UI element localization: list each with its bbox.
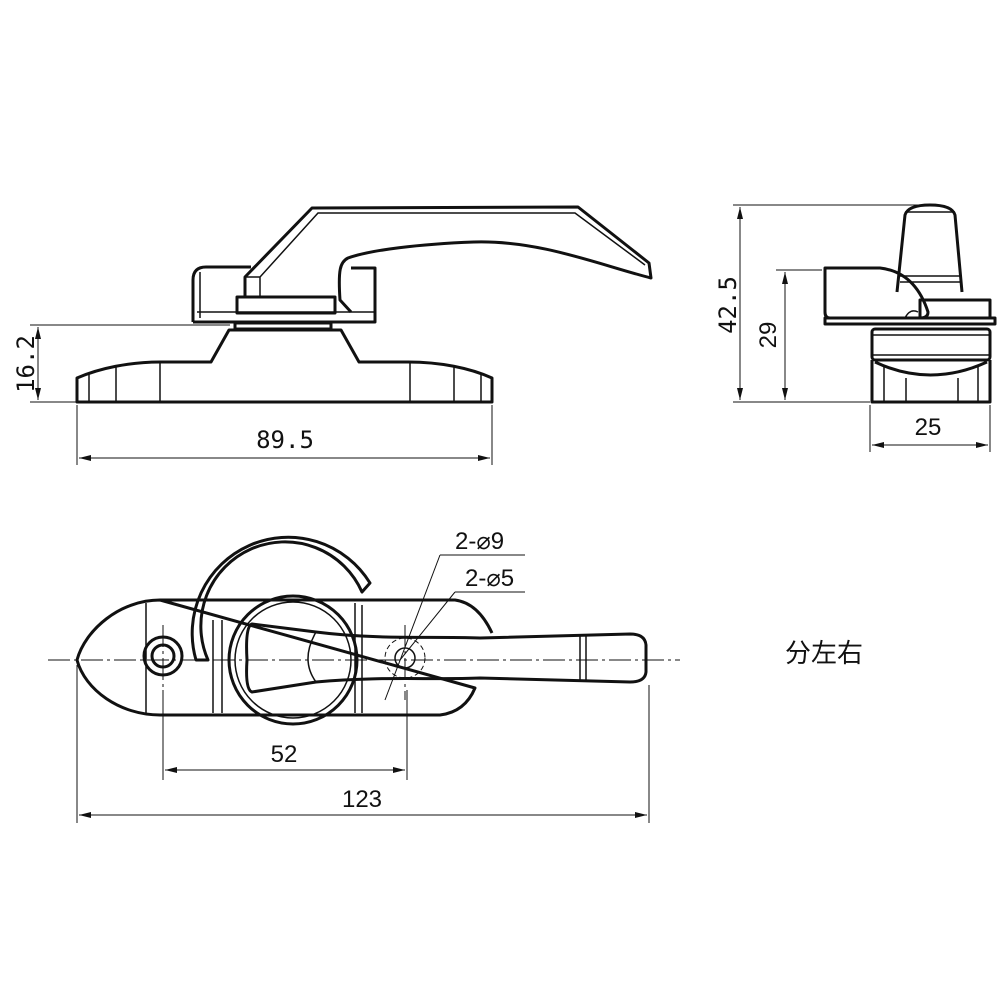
dim-label-16-2: 16.2 bbox=[12, 335, 40, 393]
callout-label-d9: 2-⌀9 bbox=[455, 528, 504, 555]
lever-block bbox=[235, 295, 337, 315]
front-lever bbox=[243, 205, 653, 314]
side-base-upper bbox=[870, 327, 992, 362]
callout-2-d9: 2-⌀9 bbox=[384, 528, 525, 701]
dim-29: 29 bbox=[755, 269, 822, 400]
dim-label-89-5: 89.5 bbox=[256, 426, 314, 454]
dim-label-52: 52 bbox=[271, 741, 298, 768]
left-right-note: 分左右 bbox=[785, 639, 863, 669]
dim-label-25: 25 bbox=[915, 414, 942, 441]
dim-16-2: 16.2 bbox=[12, 324, 230, 403]
dim-89-5: 89.5 bbox=[76, 405, 493, 465]
front-base-ribs bbox=[88, 362, 482, 402]
mount-plate bbox=[233, 321, 333, 331]
dim-25: 25 bbox=[869, 405, 991, 452]
top-view bbox=[48, 535, 680, 726]
housing bbox=[191, 265, 377, 324]
front-base bbox=[75, 328, 494, 404]
dim-123: 123 bbox=[76, 665, 650, 823]
dim-52: 52 bbox=[162, 690, 408, 780]
round-boss bbox=[227, 594, 359, 726]
top-body bbox=[75, 598, 494, 717]
dim-label-42-5: 42.5 bbox=[714, 276, 742, 334]
top-lever bbox=[245, 622, 648, 694]
dim-label-123: 123 bbox=[342, 786, 382, 813]
dim-42-5: 42.5 bbox=[714, 204, 925, 403]
pivot-hole-outer bbox=[384, 637, 426, 679]
side-base-lower bbox=[870, 360, 992, 404]
side-view bbox=[823, 203, 997, 404]
guard-arc bbox=[190, 535, 372, 662]
front-view bbox=[75, 205, 653, 404]
dim-label-29: 29 bbox=[755, 322, 782, 349]
callout-label-d5: 2-⌀5 bbox=[465, 565, 514, 592]
callout-2-d5: 2-⌀5 bbox=[399, 565, 525, 661]
